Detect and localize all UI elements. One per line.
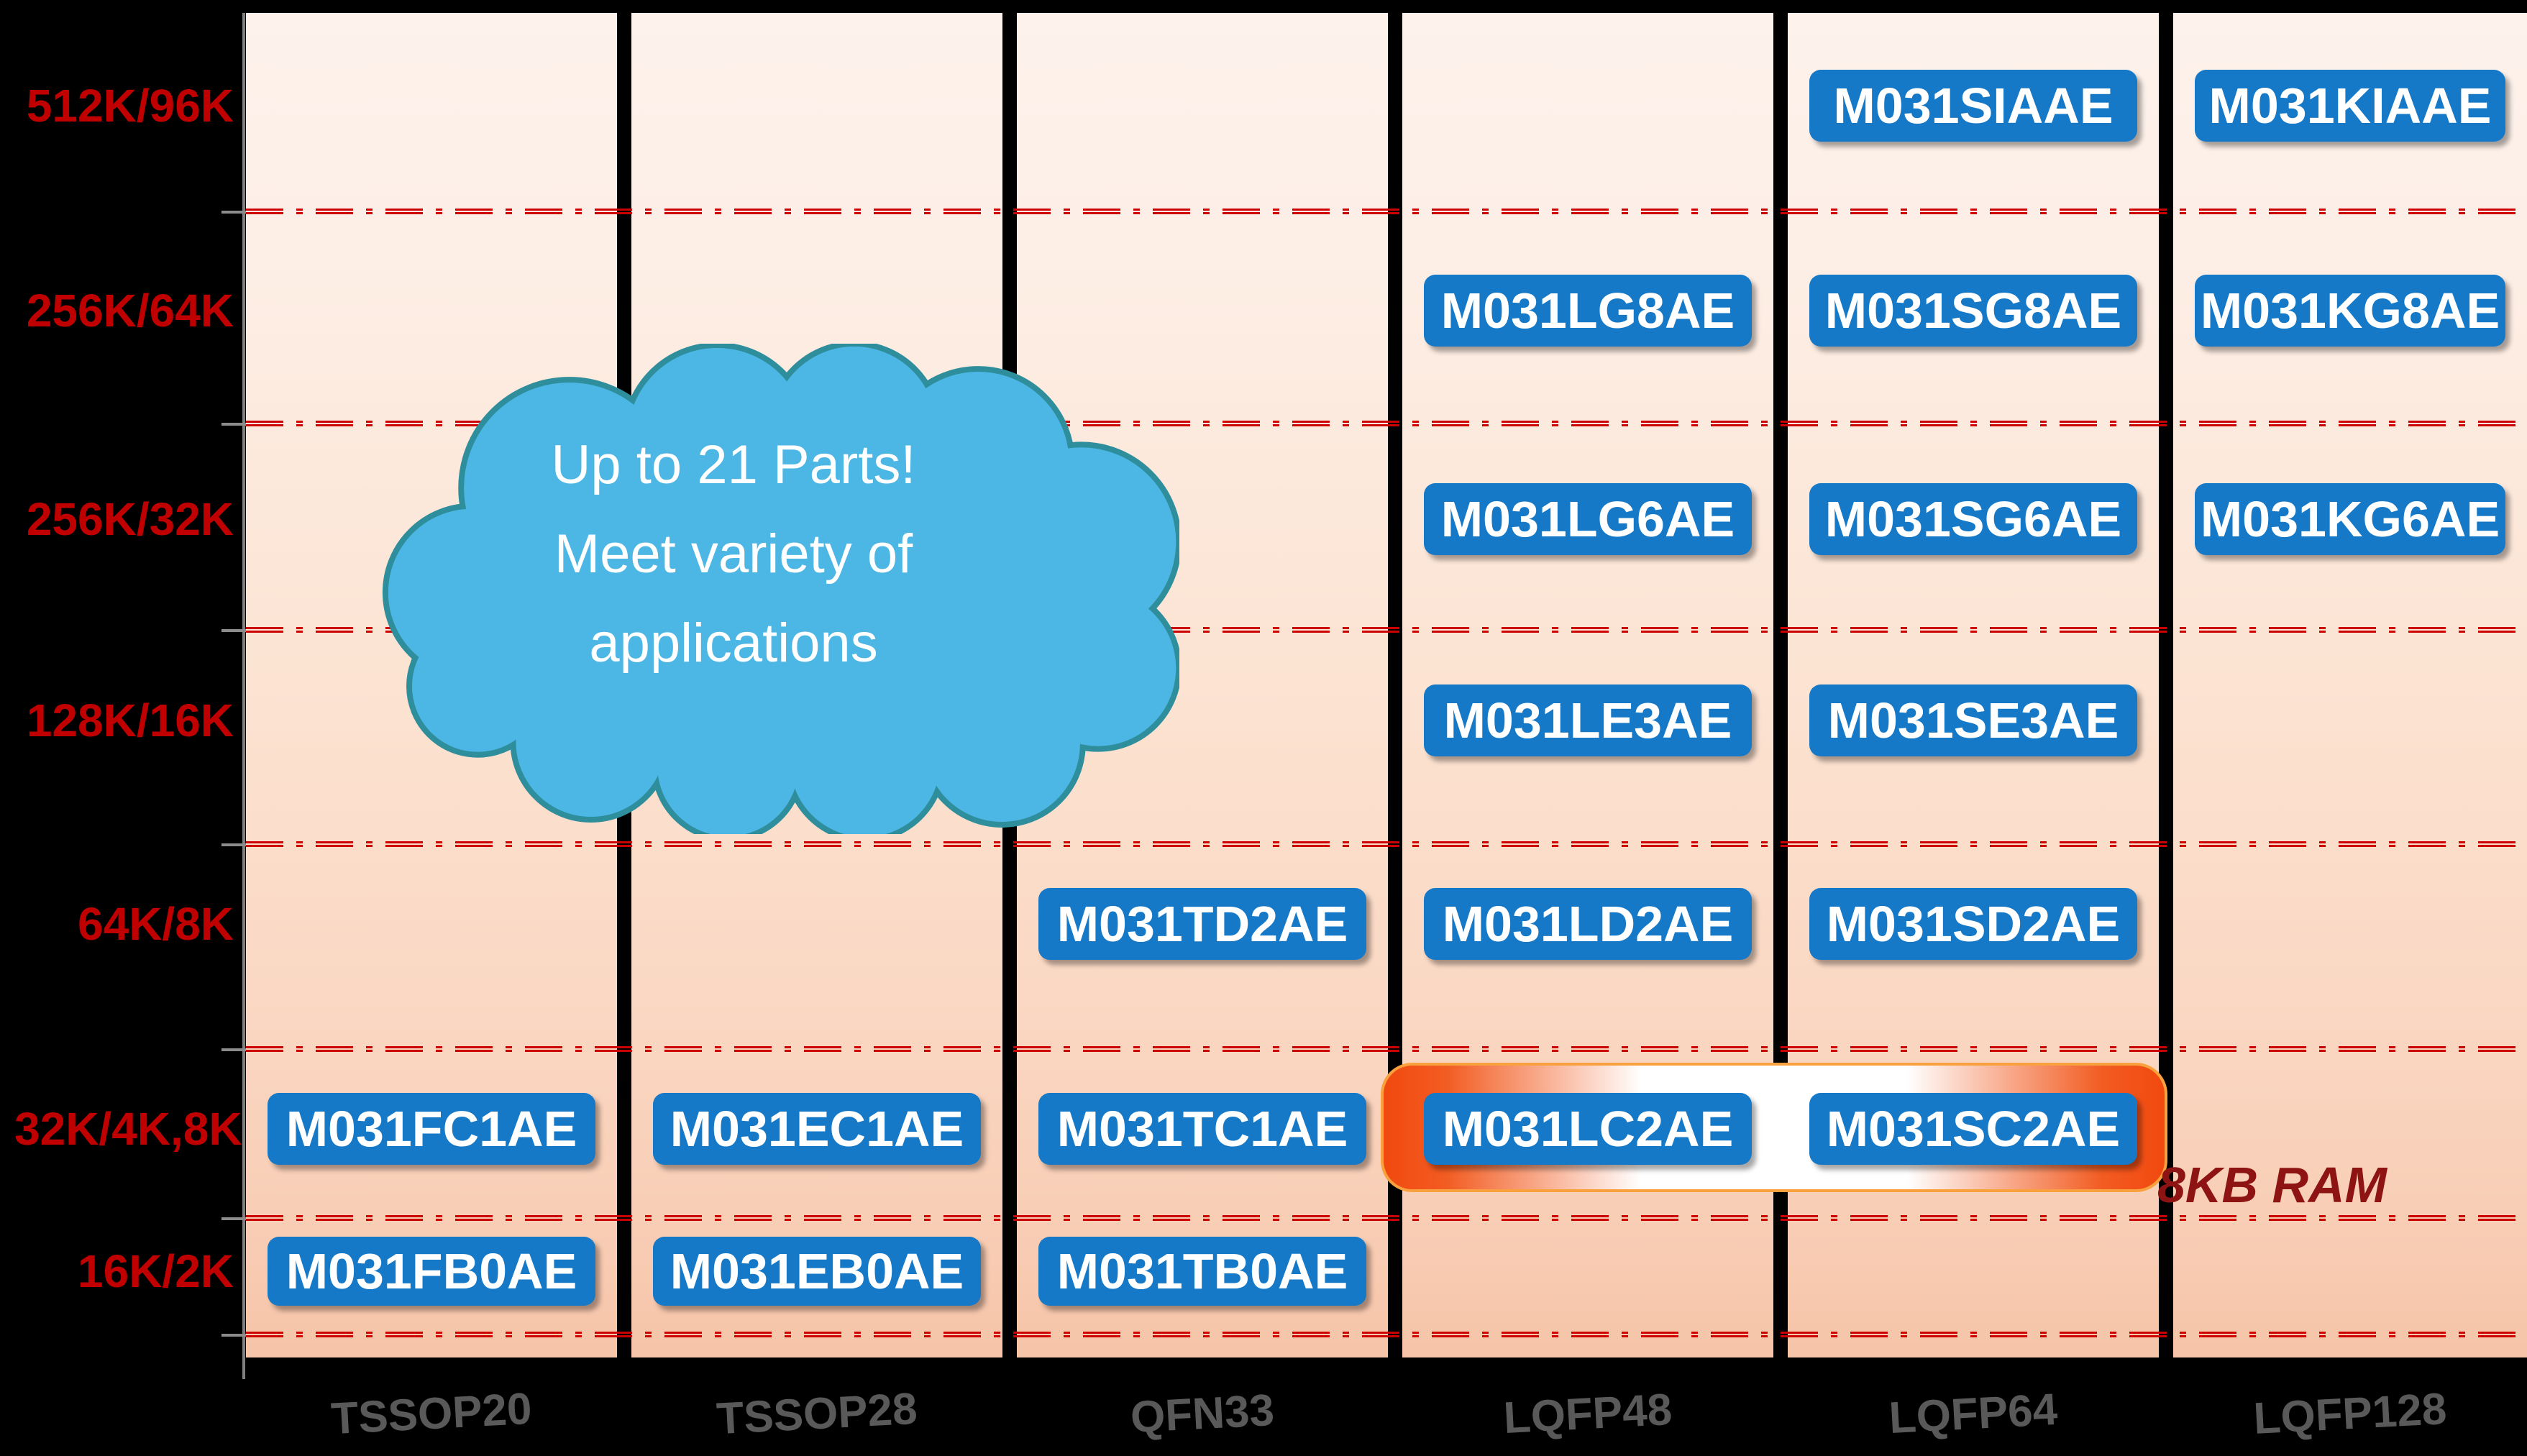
part-chip: M031EC1AE bbox=[653, 1093, 981, 1165]
package-column-5 bbox=[2173, 13, 2527, 1357]
y-axis-label: 64K/8K bbox=[78, 898, 234, 950]
dash-dot-gridline bbox=[246, 1046, 2527, 1053]
x-axis-label-qfn33: QFN33 bbox=[1129, 1385, 1276, 1443]
part-chip: M031SE3AE bbox=[1809, 684, 2137, 756]
y-axis-label: 512K/96K bbox=[26, 80, 234, 132]
part-chip: M031LG8AE bbox=[1424, 275, 1752, 347]
part-chip: M031SG8AE bbox=[1809, 275, 2137, 347]
cloud-text-line: Up to 21 Parts! bbox=[551, 434, 916, 495]
cloud-shape-icon bbox=[382, 340, 1182, 843]
cloud-text: Up to 21 Parts! Meet variety of applicat… bbox=[388, 421, 1079, 688]
part-chip: M031SD2AE bbox=[1809, 888, 2137, 960]
y-axis-label: 256K/64K bbox=[26, 285, 234, 336]
part-chip: M031FB0AE bbox=[268, 1237, 595, 1306]
part-chip: M031LE3AE bbox=[1424, 684, 1752, 756]
axis-tick bbox=[221, 843, 246, 846]
part-chip: M031LC2AE bbox=[1424, 1093, 1752, 1165]
cloud-text-line: Meet variety of bbox=[554, 523, 913, 585]
dash-dot-gridline bbox=[246, 1332, 2527, 1338]
dash-dot-gridline bbox=[246, 421, 2527, 427]
part-chip: M031KG8AE bbox=[2195, 275, 2505, 347]
y-axis-label: 256K/32K bbox=[26, 493, 234, 545]
part-chip: M031LD2AE bbox=[1424, 888, 1752, 960]
axis-tick bbox=[221, 1334, 246, 1337]
x-axis-label-lqfp48: LQFP48 bbox=[1502, 1384, 1673, 1444]
x-axis-label-tssop20: TSSOP20 bbox=[329, 1383, 534, 1444]
part-chip: M031TD2AE bbox=[1038, 888, 1366, 960]
ram-note: 8KB RAM bbox=[2157, 1157, 2387, 1213]
y-axis-line bbox=[242, 13, 245, 1379]
part-chip: M031SIAAE bbox=[1809, 70, 2137, 142]
dash-dot-gridline bbox=[246, 1215, 2527, 1222]
dash-dot-gridline bbox=[246, 841, 2527, 848]
y-axis-label: 16K/2K bbox=[78, 1245, 234, 1297]
x-axis-label-tssop28: TSSOP28 bbox=[715, 1383, 919, 1444]
cloud-text-line: applications bbox=[589, 613, 878, 674]
axis-tick bbox=[221, 423, 246, 426]
x-axis-label-lqfp64: LQFP64 bbox=[1888, 1384, 2059, 1444]
cloud-callout bbox=[356, 340, 1182, 843]
y-axis-label: 32K/4K,8K bbox=[14, 1103, 242, 1155]
axis-tick bbox=[221, 629, 246, 632]
x-axis-label-lqfp128: LQFP128 bbox=[2252, 1384, 2448, 1444]
part-chip: M031TB0AE bbox=[1038, 1237, 1366, 1306]
part-chip: M031TC1AE bbox=[1038, 1093, 1366, 1165]
dash-dot-gridline bbox=[246, 627, 2527, 633]
y-axis-label: 128K/16K bbox=[26, 695, 234, 746]
part-chip: M031KG6AE bbox=[2195, 483, 2505, 555]
part-chip: M031FC1AE bbox=[268, 1093, 595, 1165]
axis-tick bbox=[221, 1048, 246, 1051]
axis-tick bbox=[221, 1217, 246, 1220]
part-chip: M031EB0AE bbox=[653, 1237, 981, 1306]
part-chip: M031SC2AE bbox=[1809, 1093, 2137, 1165]
part-chip: M031KIAAE bbox=[2195, 70, 2505, 142]
part-chip: M031SG6AE bbox=[1809, 483, 2137, 555]
part-chip: M031LG6AE bbox=[1424, 483, 1752, 555]
dash-dot-gridline bbox=[246, 209, 2527, 215]
axis-tick bbox=[221, 211, 246, 214]
